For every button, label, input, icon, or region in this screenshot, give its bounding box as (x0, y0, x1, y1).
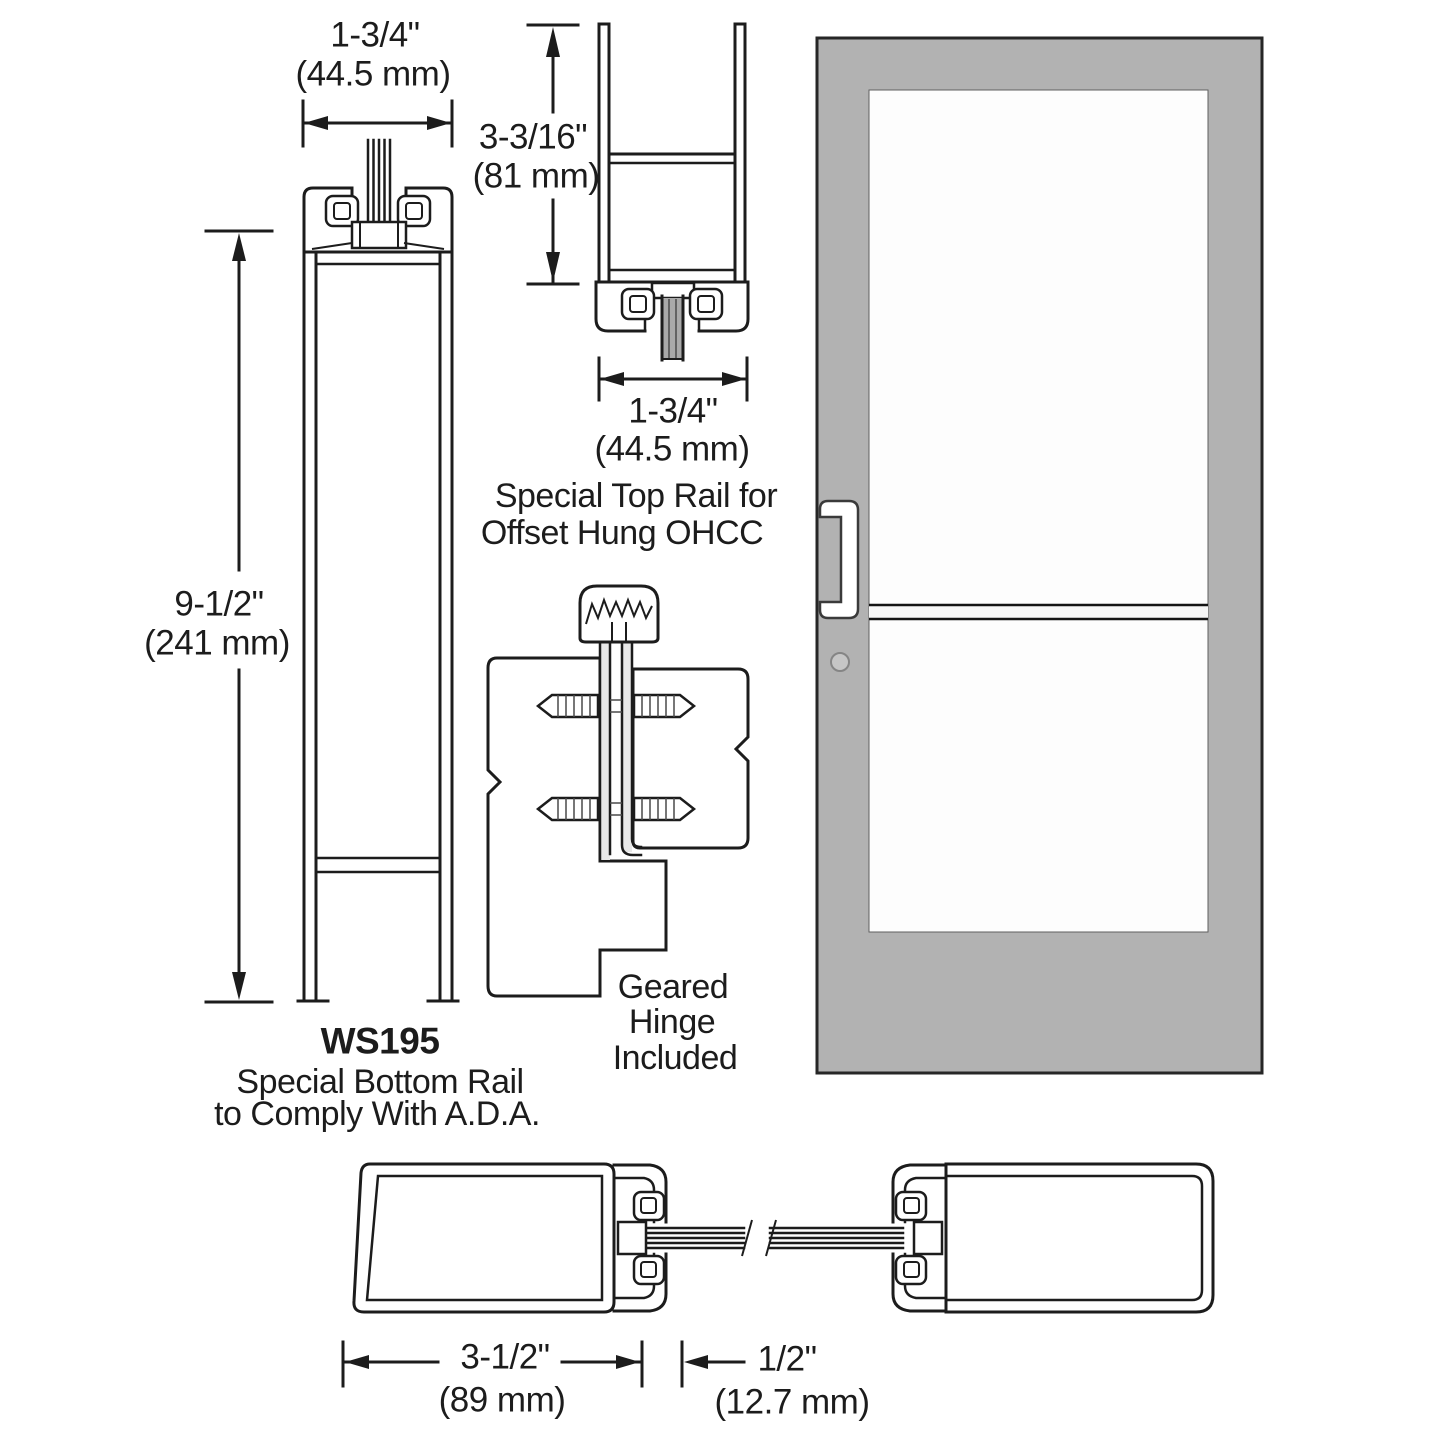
stile-section-drawing (352, 1162, 1215, 1314)
glazing-gasket (894, 1254, 928, 1286)
hinge-caption-line3: Included (612, 1039, 738, 1077)
glazing-gasket (632, 1254, 666, 1286)
stile-width-inches-label: 3-1/2" (460, 1337, 550, 1377)
stile-width-dimension (341, 1340, 644, 1388)
top-rail-width-inches-label: 1-3/4" (628, 391, 718, 431)
bottom-rail-height-inches-label: 9-1/2" (174, 584, 264, 624)
glazing-gasket (894, 1190, 928, 1222)
bottom-rail-width-inches-label: 1-3/4" (330, 15, 420, 55)
hinge-screw (535, 693, 697, 719)
glass-gap-inches-label: 1/2" (757, 1339, 817, 1379)
bottom-rail-height-mm-label: (241 mm) (144, 623, 290, 663)
top-rail-height-dimension (526, 23, 580, 286)
glazing-gasket (620, 287, 656, 321)
top-rail-height-inches-label: 3-3/16" (478, 117, 588, 157)
door-glass (868, 89, 1209, 933)
hinge-screw (535, 796, 697, 822)
top-rail-profile-drawing (594, 22, 750, 362)
stile-width-mm-label: (89 mm) (438, 1380, 566, 1420)
top-rail-caption-line2: Offset Hung OHCC (480, 514, 764, 552)
bottom-rail-profile-drawing (296, 138, 460, 1003)
glazing-gasket (688, 287, 724, 321)
glass-edge-lines (366, 138, 392, 226)
glass-edge-lines (646, 1226, 746, 1250)
top-rail-width-mm-label: (44.5 mm) (594, 429, 750, 469)
cylinder-lock-dot (830, 652, 850, 672)
hinge-caption-line2: Hinge (628, 1003, 716, 1041)
door-pull-handle (818, 499, 860, 620)
glazing-gasket (632, 1190, 666, 1222)
setting-block (616, 1220, 648, 1256)
door-elevation-drawing (815, 36, 1264, 1075)
top-rail-height-mm-label: (81 mm) (472, 156, 600, 196)
bottom-rail-height-dimension (204, 229, 274, 1004)
left-stile-body (352, 1162, 616, 1314)
door-midrail (869, 604, 1208, 620)
right-stile-body (944, 1162, 1215, 1314)
glass-gap-dimension (680, 1340, 746, 1388)
glass-stub (662, 298, 683, 360)
bottom-rail-model-label: WS195 (320, 1020, 440, 1062)
hinge-caption-line1: Geared (617, 968, 729, 1006)
glass-edge-lines (768, 1226, 905, 1250)
glass-gap-mm-label: (12.7 mm) (714, 1382, 870, 1422)
top-rail-width-dimension (597, 356, 749, 402)
bottom-rail-caption-line2: to Comply With A.D.A. (214, 1095, 540, 1133)
gear-cap (578, 584, 660, 644)
setting-block (650, 281, 696, 300)
bottom-rail-width-mm-label: (44.5 mm) (295, 54, 451, 94)
bottom-rail-caption-line1: Special Bottom Rail (236, 1063, 524, 1101)
setting-block (912, 1220, 944, 1256)
top-rail-caption-line1: Special Top Rail for (494, 477, 778, 515)
bottom-rail-width-dimension (301, 99, 454, 148)
frame-jamb-section (486, 656, 668, 998)
geared-hinge-drawing (486, 584, 750, 998)
